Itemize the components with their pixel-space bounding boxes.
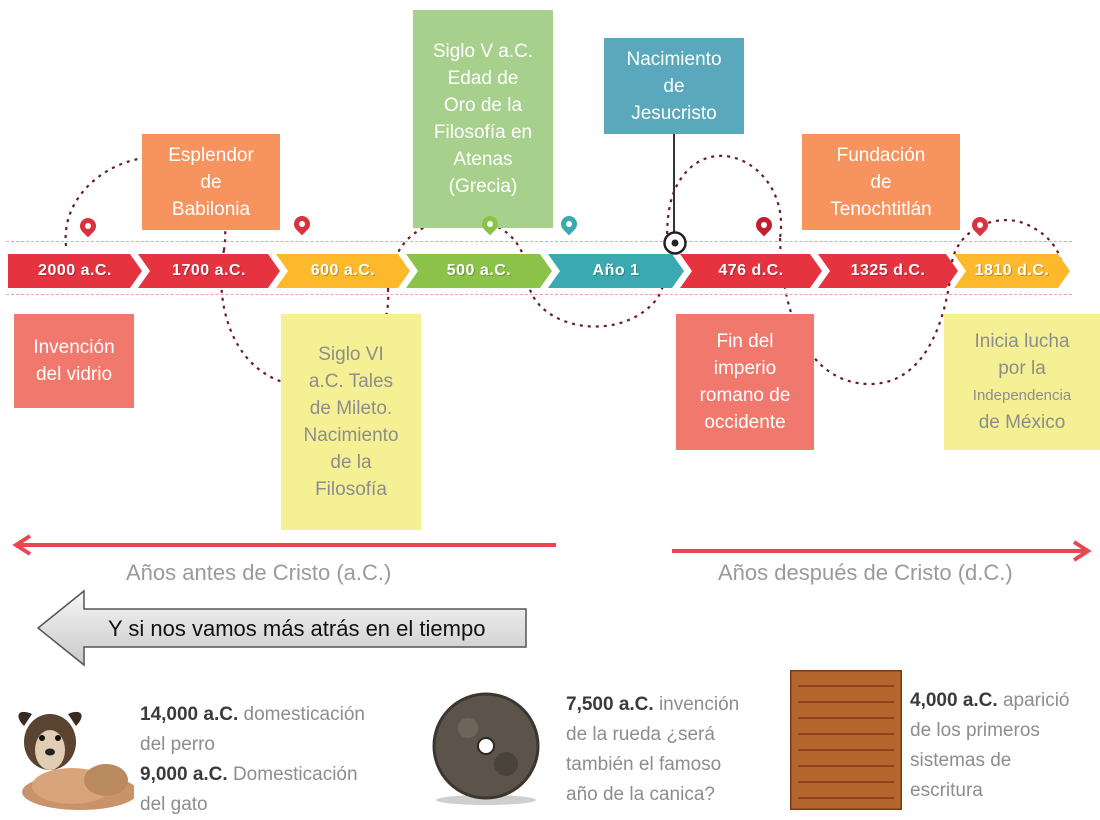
era-after-label: Años después de Cristo (d.C.) (718, 560, 1013, 585)
fact3-text-4: escritura (910, 780, 983, 801)
stone-wheel-image (432, 692, 540, 805)
event-fin-imperio-romano: Fin del imperio romano de occidente (676, 314, 814, 450)
go-back-in-time-button[interactable]: Y si nos vamos más atrás en el tiempo (36, 589, 530, 667)
event-edad-de-oro: Siglo V a.C. Edad de Oro de la Filosofía… (413, 10, 553, 228)
arrow-after-christ (672, 540, 1092, 562)
clay-tablet-image (790, 670, 902, 810)
timeline-segment-1810dc: 1810 d.C. (954, 254, 1070, 288)
event-tales-de-mileto: Siglo VI a.C. Tales de Mileto. Nacimient… (281, 314, 421, 530)
fact2-text-1: invención (653, 694, 740, 715)
fact1-text-4: del gato (140, 794, 208, 815)
event-nacimiento-jesucristo: Nacimiento de Jesucristo (604, 38, 744, 134)
timeline-segment-500ac: 500 a.C. (406, 254, 552, 288)
dog-and-cat-image (18, 711, 134, 810)
fact1-text-2: del perro (140, 734, 215, 755)
timeline-segment-ano1: Año 1 (548, 254, 684, 288)
segment-label: 2000 a.C. (38, 262, 112, 279)
fact-domesticacion: 14,000 a.C. domesticación del perro 9,00… (140, 700, 420, 820)
event-esplendor-babilonia: Esplendor de Babilonia (142, 134, 280, 230)
independencia-text-1: Inicia lucha por la (974, 331, 1070, 379)
target-marker-icon (663, 231, 687, 255)
timeline-segment-476dc: 476 d.C. (680, 254, 822, 288)
segment-label: 1325 d.C. (850, 262, 926, 279)
fact3-text-1: aparició (997, 690, 1070, 711)
event-fundacion-tenochtitlan: Fundación de Tenochtitlán (802, 134, 960, 230)
back-button-label: Y si nos vamos más atrás en el tiempo (108, 616, 486, 641)
segment-label: 500 a.C. (446, 262, 512, 279)
independencia-text-3: de México (978, 412, 1066, 433)
event-invencion-vidrio: Invención del vidrio (14, 314, 134, 408)
timeline-segment-1325dc: 1325 d.C. (818, 254, 958, 288)
timeline-segment-600ac: 600 a.C. (276, 254, 410, 288)
segment-label: 600 a.C. (310, 262, 376, 279)
fact-escritura: 4,000 a.C. aparició de los primeros sist… (910, 686, 1100, 806)
fact1-year: 14,000 a.C. (140, 704, 239, 725)
fact2-text-3: también el famoso (566, 754, 722, 775)
fact1-text-3: Domesticación (227, 764, 358, 785)
arrow-before-christ (12, 534, 556, 556)
fact3-year: 4,000 a.C. (910, 690, 998, 711)
fact-rueda: 7,500 a.C. invención de la rueda ¿será t… (566, 690, 786, 810)
segment-label: 1700 a.C. (172, 262, 246, 279)
jesucristo-connector-line (673, 134, 675, 242)
timeline-segment-1700ac: 1700 a.C. (138, 254, 280, 288)
fact2-year: 7,500 a.C. (566, 694, 654, 715)
fact1-text-1: domesticación (238, 704, 365, 725)
fact3-text-3: sistemas de (910, 750, 1012, 771)
segment-label: 1810 d.C. (974, 262, 1050, 279)
fact2-text-4: año de la canica? (566, 784, 715, 805)
fact2-text-2: de la rueda ¿será (566, 724, 715, 745)
era-before-label: Años antes de Cristo (a.C.) (126, 560, 392, 585)
timeline-segment-2000ac: 2000 a.C. (8, 254, 142, 288)
timeline-band (6, 241, 1072, 295)
independencia-text-2: Independencia (972, 387, 1072, 404)
fact1-year-2: 9,000 a.C. (140, 764, 228, 785)
event-independencia-mexico: Inicia lucha por la Independencia de Méx… (944, 314, 1100, 450)
segment-label: Año 1 (592, 262, 640, 279)
segment-label: 476 d.C. (718, 262, 784, 279)
fact3-text-2: de los primeros (910, 720, 1040, 741)
left-arrow-shape (36, 589, 527, 667)
